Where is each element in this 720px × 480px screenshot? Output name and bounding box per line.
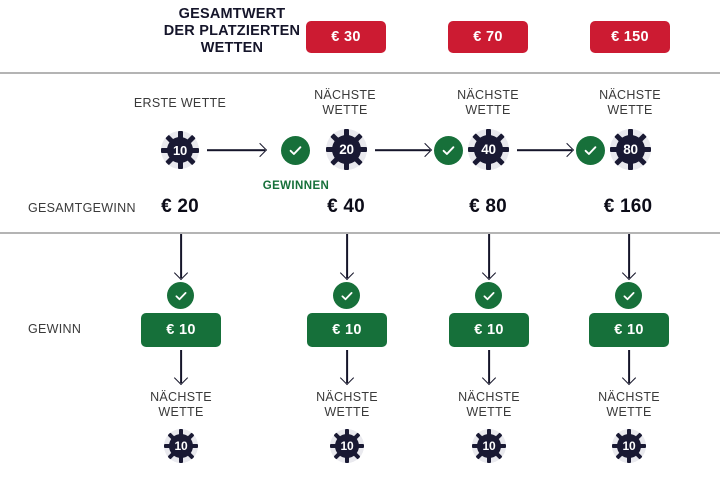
- total-stake-badge-1[interactable]: € 30: [306, 21, 386, 53]
- bet-chip-10-value: 10: [172, 142, 188, 158]
- next-bet-caption-3: NÄCHSTE WETTE: [429, 390, 549, 420]
- total-win-value-3: € 80: [469, 196, 507, 217]
- payout-box-3[interactable]: € 10: [449, 313, 529, 347]
- next-bet-chip-3-value: 10: [482, 439, 496, 453]
- payout-check-icon-1: [167, 282, 194, 309]
- payout-check-icon-3: [475, 282, 502, 309]
- row-label-gewinn: GEWINN: [28, 322, 82, 336]
- row-label-gesamtgewinn: GESAMTGEWINN: [28, 201, 136, 215]
- next-bet-chip-2-value: 10: [340, 439, 354, 453]
- next-bet-caption-3-line-1: NÄCHSTE: [458, 390, 520, 404]
- down-arrow-to-next-4: [621, 350, 637, 388]
- next-bet-caption-4-line-1: NÄCHSTE: [598, 390, 660, 404]
- bet-caption-3: NÄCHSTE WETTE: [429, 88, 547, 118]
- win-check-icon-2: [434, 136, 463, 165]
- bet-caption-3-line-1: NÄCHSTE: [457, 88, 519, 102]
- total-stake-badge-2[interactable]: € 70: [448, 21, 528, 53]
- divider-middle: [0, 232, 720, 234]
- header-title: GESAMTWERT DER PLATZIERTEN WETTEN: [108, 6, 356, 57]
- total-win-value-2: € 40: [327, 196, 365, 217]
- next-bet-caption-1-line-1: NÄCHSTE: [150, 390, 212, 404]
- arrow-right-2: [375, 142, 433, 158]
- bet-caption-1: ERSTE WETTE: [110, 96, 250, 111]
- payout-box-2[interactable]: € 10: [307, 313, 387, 347]
- bet-chip-20-value: 20: [339, 142, 354, 157]
- bet-caption-3-line-2: WETTE: [465, 103, 511, 117]
- total-stake-badge-3[interactable]: € 150: [590, 21, 670, 53]
- next-bet-caption-3-line-2: WETTE: [466, 405, 512, 419]
- next-bet-caption-1: NÄCHSTE WETTE: [121, 390, 241, 420]
- payout-check-icon-4: [615, 282, 642, 309]
- next-bet-caption-2: NÄCHSTE WETTE: [287, 390, 407, 420]
- bet-caption-2-line-2: WETTE: [322, 103, 368, 117]
- arrow-right-3: [517, 142, 575, 158]
- arrow-right-1: [207, 142, 268, 158]
- down-arrow-to-payout-4: [621, 234, 637, 284]
- next-bet-chip-2[interactable]: 10: [330, 429, 364, 463]
- bet-caption-4: NÄCHSTE WETTE: [571, 88, 689, 118]
- win-check-icon-1: [281, 136, 310, 165]
- next-bet-caption-1-line-2: WETTE: [158, 405, 204, 419]
- bet-caption-1-line-1: ERSTE WETTE: [133, 96, 227, 110]
- header-title-line-1: GESAMTWERT: [178, 6, 286, 22]
- bet-caption-2: NÄCHSTE WETTE: [286, 88, 404, 118]
- payout-box-1[interactable]: € 10: [141, 313, 221, 347]
- next-bet-chip-1-value: 10: [174, 439, 188, 453]
- bet-chip-80[interactable]: 80: [610, 129, 651, 170]
- next-bet-chip-4[interactable]: 10: [612, 429, 646, 463]
- next-bet-caption-4-line-2: WETTE: [606, 405, 652, 419]
- payout-box-4[interactable]: € 10: [589, 313, 669, 347]
- next-bet-chip-1[interactable]: 10: [164, 429, 198, 463]
- down-arrow-to-next-3: [481, 350, 497, 388]
- bet-chip-80-value: 80: [623, 142, 638, 157]
- bet-caption-4-line-1: NÄCHSTE: [599, 88, 661, 102]
- gewinnen-label: GEWINNEN: [262, 180, 330, 192]
- win-check-icon-3: [576, 136, 605, 165]
- down-arrow-to-next-1: [173, 350, 189, 388]
- bet-caption-2-line-1: NÄCHSTE: [314, 88, 376, 102]
- bet-chip-40-value: 40: [481, 142, 496, 157]
- bet-chip-40[interactable]: 40: [468, 129, 509, 170]
- next-bet-caption-4: NÄCHSTE WETTE: [569, 390, 689, 420]
- bet-caption-4-line-2: WETTE: [607, 103, 653, 117]
- payout-check-icon-2: [333, 282, 360, 309]
- down-arrow-to-payout-1: [173, 234, 189, 284]
- next-bet-caption-2-line-2: WETTE: [324, 405, 370, 419]
- next-bet-chip-3[interactable]: 10: [472, 429, 506, 463]
- total-win-value-1: € 20: [161, 196, 199, 217]
- bet-chip-10[interactable]: 10: [161, 131, 199, 169]
- down-arrow-to-payout-2: [339, 234, 355, 284]
- divider-top: [0, 72, 720, 74]
- next-bet-chip-4-value: 10: [622, 439, 636, 453]
- header-title-line-3: WETTEN: [200, 40, 264, 56]
- bet-chip-20[interactable]: 20: [326, 129, 367, 170]
- header-title-line-2: DER PLATZIERTEN: [163, 23, 301, 39]
- down-arrow-to-payout-3: [481, 234, 497, 284]
- total-win-value-4: € 160: [603, 196, 653, 217]
- down-arrow-to-next-2: [339, 350, 355, 388]
- next-bet-caption-2-line-1: NÄCHSTE: [316, 390, 378, 404]
